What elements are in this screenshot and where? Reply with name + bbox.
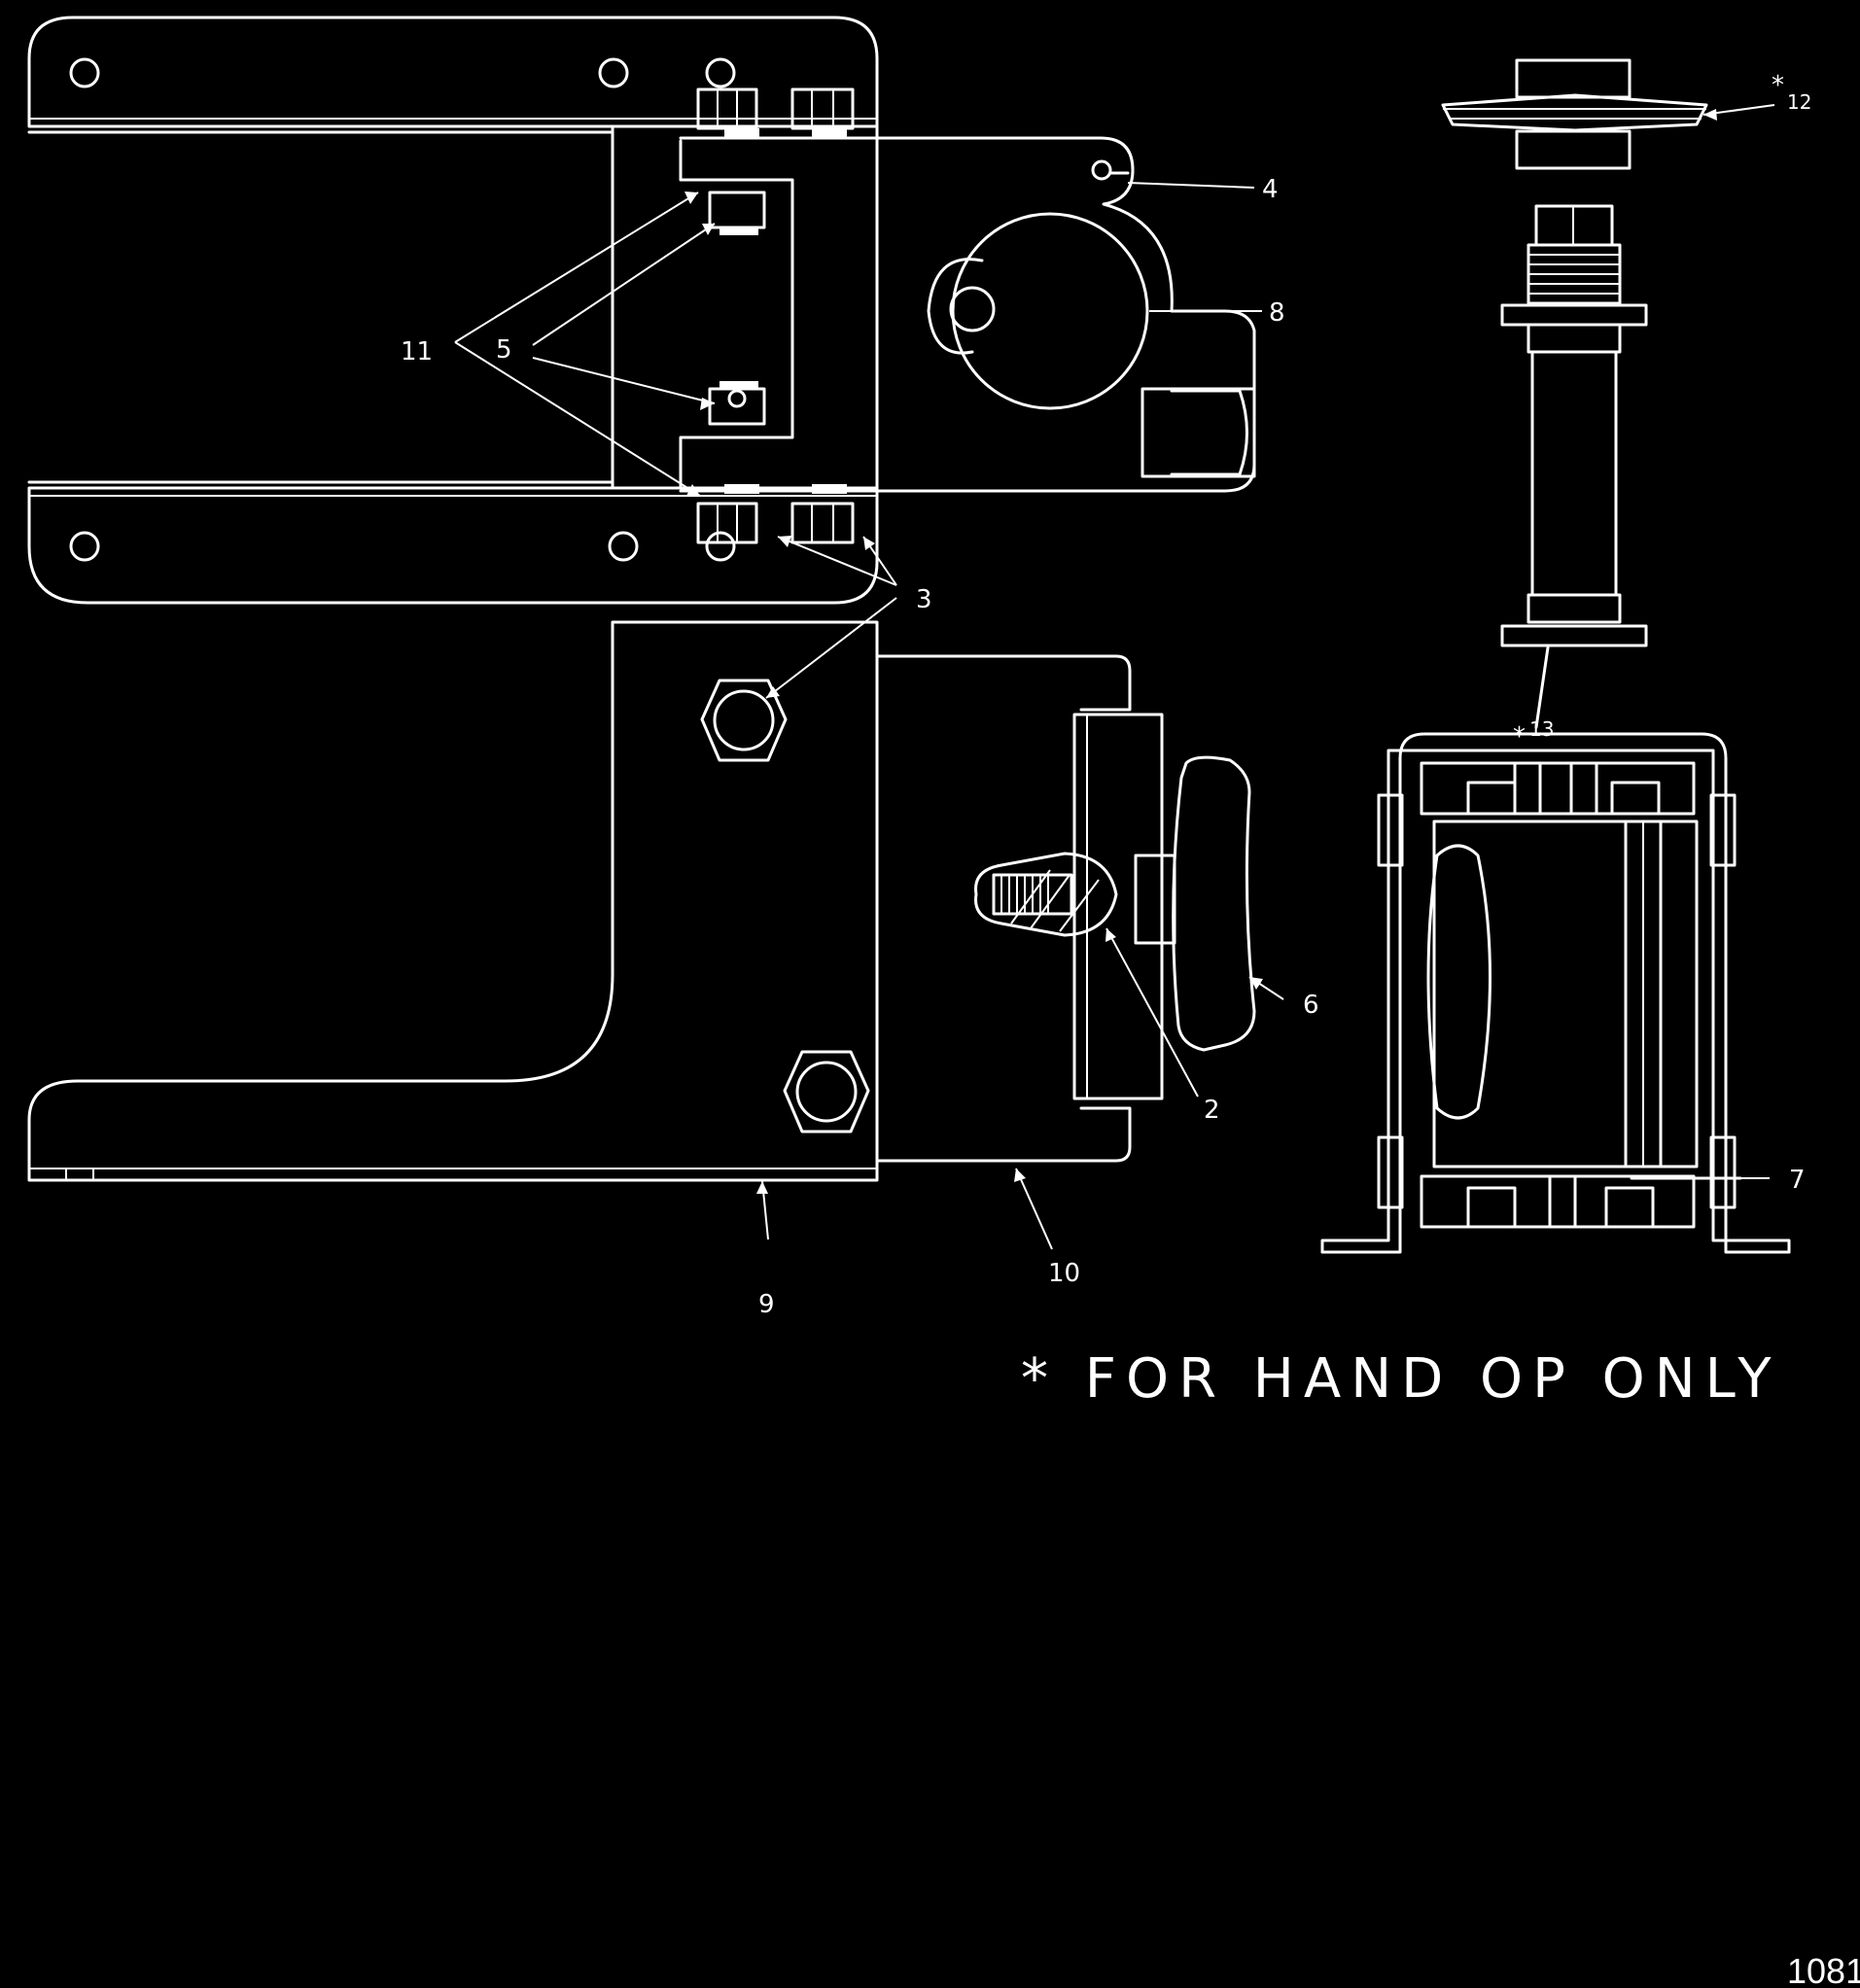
top-cap-part-12 — [1441, 58, 1708, 170]
lower-arm-bracket — [27, 486, 879, 605]
clamp-plate-part-10 — [875, 654, 1256, 1163]
threaded-shaft — [1500, 204, 1648, 729]
label-part-2: 2 — [1204, 1096, 1220, 1125]
label-part-11: 11 — [401, 337, 433, 366]
label-asterisk-13: * — [1513, 722, 1526, 751]
label-part-3: 3 — [916, 585, 932, 614]
label-part-8: 8 — [1269, 298, 1285, 328]
label-part-7: 7 — [1789, 1166, 1806, 1195]
housing-assembly — [1320, 732, 1791, 1254]
clamp-body — [679, 136, 1256, 493]
lower-bracket-part-9 — [27, 620, 879, 1182]
label-part-10: 10 — [1048, 1259, 1080, 1288]
label-asterisk-12: * — [1772, 71, 1784, 100]
top-hex-nuts — [696, 87, 855, 138]
part-labels: 4 8 11 5 3 2 6 7 9 10 * 12 * 13 — [401, 71, 1811, 1319]
upper-mounting-bracket — [27, 16, 879, 128]
hand-op-note: * FOR HAND OP ONLY — [1021, 1347, 1781, 1411]
page-number: 1081 — [1787, 1951, 1860, 1988]
label-part-9: 9 — [758, 1290, 775, 1319]
bottom-hex-nuts — [696, 484, 855, 544]
label-part-13: 13 — [1529, 717, 1554, 741]
clamp-inner-nuts — [708, 191, 766, 426]
leader-lines — [454, 104, 1775, 1250]
label-part-12: 12 — [1787, 90, 1811, 114]
label-part-5: 5 — [496, 335, 512, 365]
label-part-4: 4 — [1262, 175, 1279, 204]
vertical-plate — [27, 124, 879, 490]
label-part-6: 6 — [1303, 991, 1319, 1020]
